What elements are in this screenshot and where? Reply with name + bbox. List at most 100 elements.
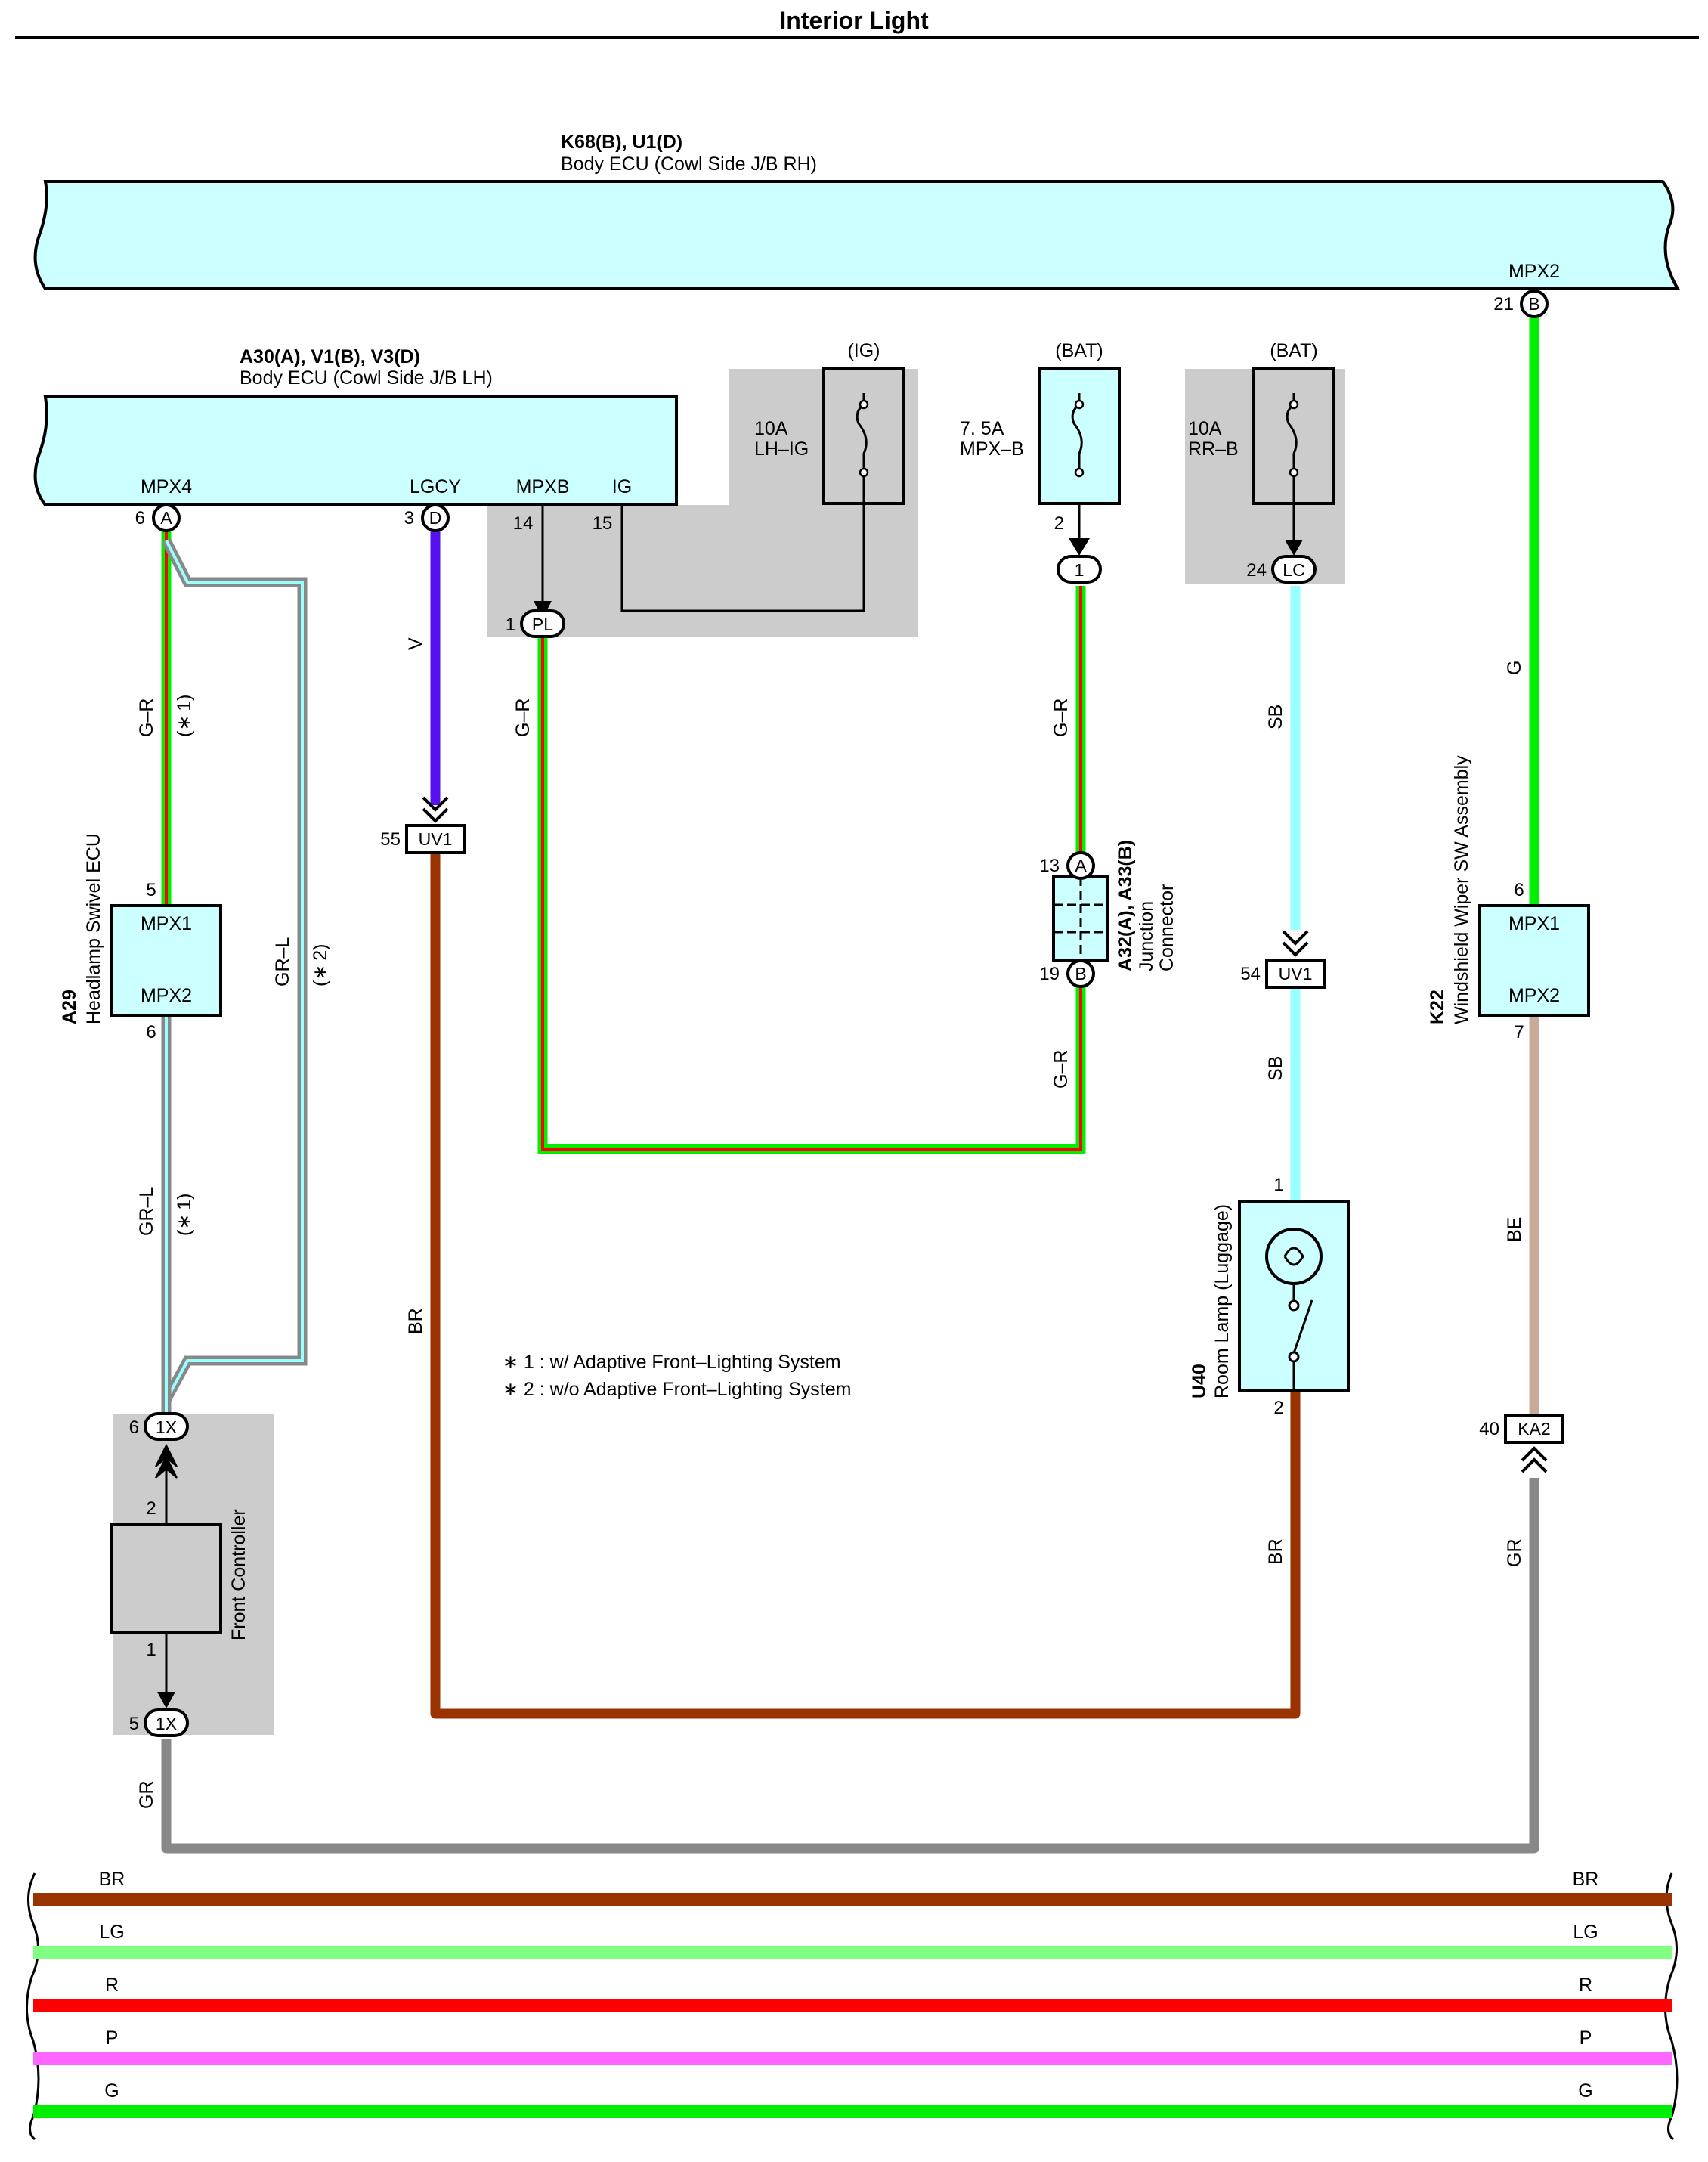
svg-text:B: B xyxy=(1075,964,1086,983)
legend-bar-lg xyxy=(33,1946,1672,1959)
connector-ka2-pin: 40 xyxy=(1479,1419,1499,1439)
terminal-ig: IG xyxy=(612,476,632,497)
note-1: ∗ 1 : w/ Adaptive Front–Lighting System xyxy=(503,1352,841,1373)
legend-lg-right: LG xyxy=(1573,1922,1598,1943)
junction-name1: Junction xyxy=(1136,901,1157,971)
label-grl-right: GR–L xyxy=(272,937,293,987)
arrow-fuse2 xyxy=(1069,538,1090,556)
wiper-sw-t2: MPX2 xyxy=(1508,985,1560,1006)
connector-1x-bottom: 1X xyxy=(144,1708,189,1737)
label-gr-mpx4: G–R xyxy=(136,698,157,737)
body-ecu-lh-box xyxy=(33,395,678,506)
body-ecu-rh-box xyxy=(33,180,1681,290)
fuse-lh-ig xyxy=(822,367,905,505)
front-controller-pin-top: 2 xyxy=(146,1498,156,1519)
fuse-mpx-b-name: MPX–B xyxy=(960,438,1024,460)
room-lamp-name: Room Lamp (Luggage) xyxy=(1211,1204,1233,1398)
svg-text:PL: PL xyxy=(532,615,553,634)
arrow-fc-bottom xyxy=(157,1692,175,1708)
connector-1x-bottom-pin: 5 xyxy=(129,1714,139,1734)
svg-text:B: B xyxy=(1528,294,1539,314)
legend-left-bracket xyxy=(26,1872,40,2141)
fuse-lh-ig-rating: 10A xyxy=(754,418,788,439)
connector-ka2: KA2 xyxy=(1504,1414,1564,1473)
wiper-sw-pin-bot: 7 xyxy=(1514,1022,1524,1042)
room-lamp-code: U40 xyxy=(1189,1364,1210,1398)
pin-rh-21: 21 xyxy=(1493,294,1514,314)
body-ecu-rh-name: Body ECU (Cowl Side J/B RH) xyxy=(561,153,817,175)
note-2: ∗ 2 : w/o Adaptive Front–Lighting System xyxy=(503,1379,851,1400)
svg-text:KA2: KA2 xyxy=(1518,1419,1550,1439)
junction-pin-a: 13 xyxy=(1039,856,1060,876)
connector-uv1-b: UV1 xyxy=(1265,930,1326,989)
headlamp-ecu-code: A29 xyxy=(59,990,80,1024)
svg-text:1X: 1X xyxy=(156,1714,177,1733)
arrow-fuse3 xyxy=(1285,540,1303,556)
label-note1: (∗ 1) xyxy=(174,694,195,737)
legend-bar-g xyxy=(33,2105,1672,2118)
headlamp-ecu-t1: MPX1 xyxy=(141,913,192,934)
label-sb1: SB xyxy=(1265,705,1286,729)
pin-mpx4-6: 6 xyxy=(135,508,145,528)
wiper-sw-box xyxy=(1478,904,1590,1017)
fuse-rr-b-name: RR–B xyxy=(1188,438,1239,460)
pin-ig-15: 15 xyxy=(593,513,613,534)
wire-gr-pl xyxy=(537,635,1086,1154)
label-gr-pl: G–R xyxy=(512,698,534,737)
arrow-1x-top-2 xyxy=(155,1454,178,1479)
terminal-lgcy: LGCY xyxy=(410,476,461,497)
fuse-rr-b xyxy=(1252,367,1335,505)
connector-1x-top: 1X xyxy=(144,1412,189,1441)
label-gr-fuse: G–R xyxy=(1050,698,1072,737)
label-note1b: (∗ 1) xyxy=(174,1193,195,1236)
fuse-rr-b-rating: 10A xyxy=(1188,418,1222,439)
legend-br-right: BR xyxy=(1573,1869,1599,1890)
front-controller-name: Front Controller xyxy=(228,1509,249,1640)
wiper-sw-t1: MPX1 xyxy=(1508,913,1560,934)
pin-marker-mpx4-a: A xyxy=(152,503,181,532)
connector-1x-top-pin: 6 xyxy=(129,1417,139,1438)
junction-pin-b: 19 xyxy=(1039,964,1060,984)
label-gr-junc: G–R xyxy=(1050,1050,1072,1089)
wire-gr-bottom xyxy=(161,1478,1539,1854)
headlamp-ecu-pin-bot: 6 xyxy=(146,1022,156,1042)
fuse-lh-ig-name: LH–IG xyxy=(754,438,809,460)
pin-marker-rh-b: B xyxy=(1520,290,1549,318)
wiper-sw-name: Windshield Wiper SW Assembly xyxy=(1451,755,1472,1024)
connector-uv1-b-pin: 54 xyxy=(1240,964,1261,984)
color-legend: BR BR LG LG R R P P G G xyxy=(26,1869,1679,2141)
legend-r-right: R xyxy=(1579,1975,1592,1996)
legend-bar-p xyxy=(33,2052,1672,2065)
label-g: G xyxy=(1504,661,1525,675)
room-lamp-pin-bot: 2 xyxy=(1273,1398,1283,1418)
headlamp-ecu-pin-top: 5 xyxy=(146,880,156,900)
label-be: BE xyxy=(1504,1217,1525,1242)
connector-pl-pin: 1 xyxy=(506,615,515,635)
legend-lg-left: LG xyxy=(99,1922,124,1943)
legend-bar-r xyxy=(33,1999,1672,2012)
junction-connector: A B xyxy=(1052,851,1109,988)
fuse-lh-ig-source: (IG) xyxy=(847,340,880,361)
svg-text:UV1: UV1 xyxy=(1279,964,1313,983)
pin-mpxb-14: 14 xyxy=(513,513,534,534)
bulb-icon xyxy=(1265,1228,1323,1302)
headlamp-ecu-t2: MPX2 xyxy=(141,985,192,1006)
legend-p-right: P xyxy=(1580,2027,1592,2049)
label-br-lamp: BR xyxy=(1265,1538,1286,1565)
label-note2: (∗ 2) xyxy=(310,943,331,987)
fuse-mpx-b-source: (BAT) xyxy=(1055,340,1103,361)
legend-p-left: P xyxy=(106,2027,119,2049)
svg-text:LC: LC xyxy=(1283,560,1304,580)
legend-br-left: BR xyxy=(99,1869,125,1890)
svg-text:A: A xyxy=(160,508,172,528)
connector-1: 1 xyxy=(1057,555,1102,584)
label-sb2: SB xyxy=(1265,1056,1286,1081)
terminal-mpxb: MPXB xyxy=(516,476,570,497)
room-lamp-pin-top: 1 xyxy=(1273,1175,1283,1195)
terminal-mpx4: MPX4 xyxy=(141,476,192,497)
svg-text:A: A xyxy=(1075,856,1087,875)
connector-lc: LC xyxy=(1271,555,1317,584)
headlamp-ecu-name: Headlamp Swivel ECU xyxy=(83,833,104,1024)
label-grl-left: GR–L xyxy=(136,1187,157,1236)
wire-ig-internal xyxy=(620,472,865,612)
